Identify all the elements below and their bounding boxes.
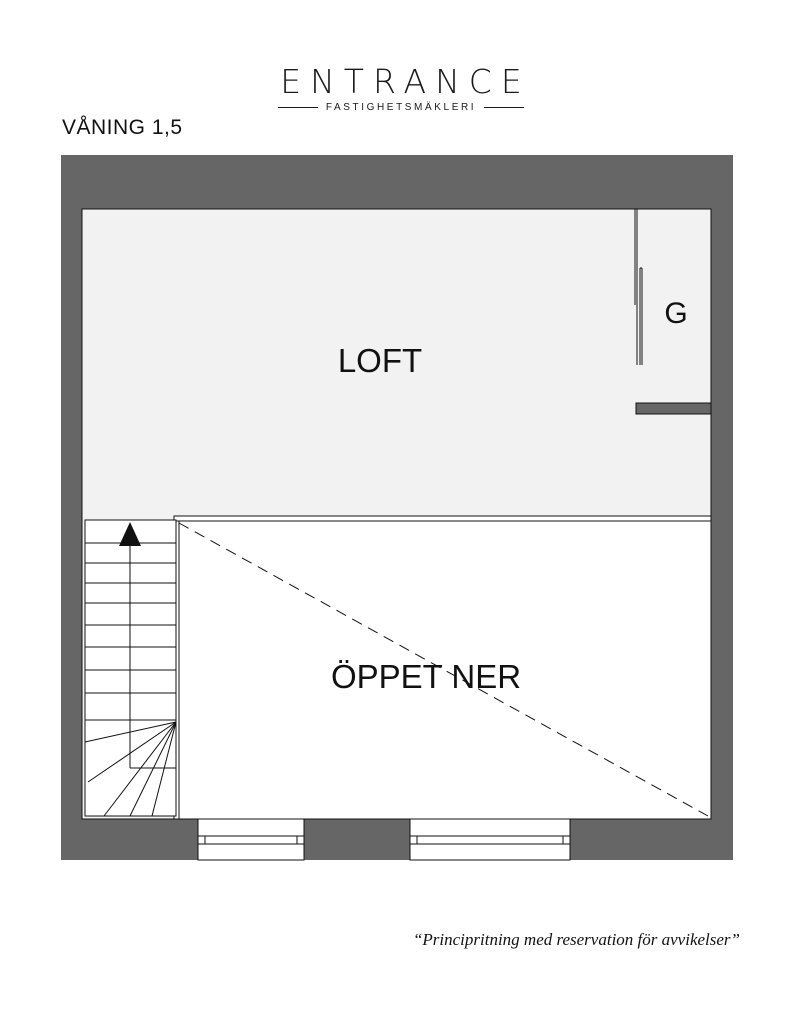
stair-winder — [87, 721, 177, 783]
brand-subtitle: FASTIGHETSMÄKLERI — [325, 102, 477, 113]
brand-logo: ENTRANCE FASTIGHETSMÄKLERI — [270, 62, 532, 113]
brand-subtitle-row: FASTIGHETSMÄKLERI — [270, 102, 532, 113]
disclaimer: “Principritning med reservation för avvi… — [412, 930, 740, 949]
logo-divider-right — [484, 107, 525, 108]
room-label-oppet-ner: ÖPPET NER — [331, 658, 521, 695]
window-right-frame — [409, 818, 571, 861]
stair-winder — [103, 721, 177, 817]
window-right — [409, 818, 571, 861]
stair-winder — [84, 721, 177, 743]
room-label-loft: LOFT — [338, 342, 422, 379]
closet-wall-stub — [635, 402, 712, 415]
void-diagonal — [178, 522, 709, 817]
window-left — [197, 818, 305, 861]
stair-winder — [129, 721, 177, 817]
stair-winder — [151, 721, 177, 817]
brand-name: ENTRANCE — [280, 62, 531, 101]
room-label-garderob: G — [664, 297, 687, 330]
staircase — [84, 519, 177, 817]
logo-divider-left — [277, 107, 318, 108]
window-left-frame — [197, 818, 305, 861]
stair-treads — [85, 542, 176, 721]
stair-winders — [84, 721, 177, 817]
floor-label: VÅNING 1,5 — [62, 116, 183, 139]
stair-up-arrow-icon — [119, 522, 141, 546]
